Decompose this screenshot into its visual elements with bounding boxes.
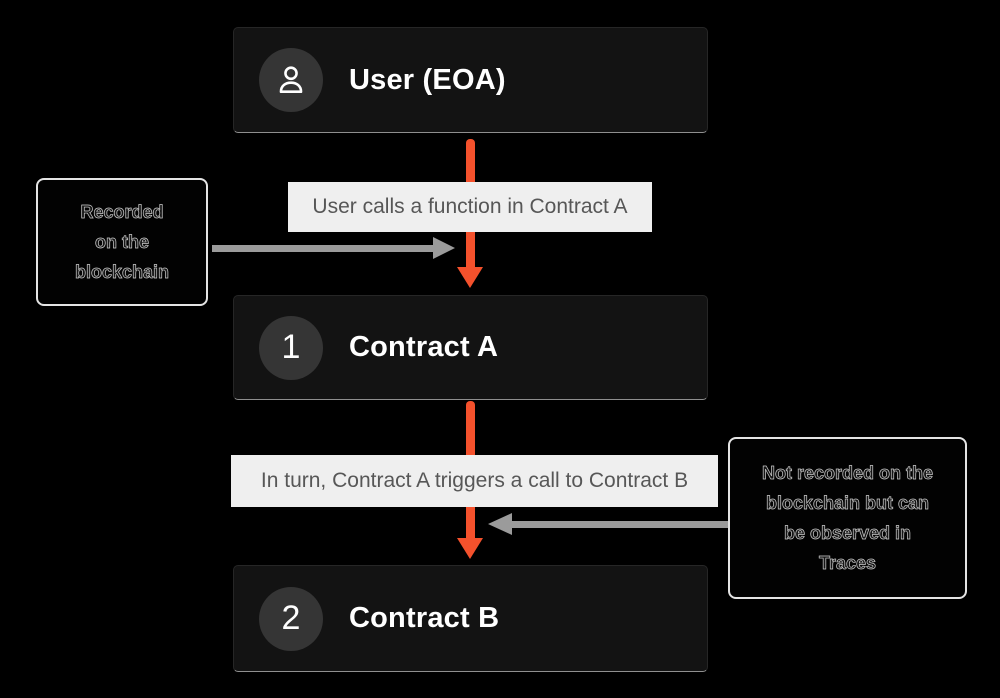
- gray-arrow-left-head-icon: [488, 513, 512, 535]
- contract-a-number-badge: 1: [259, 315, 323, 380]
- edge-label-call1: User calls a function in Contract A: [288, 182, 652, 232]
- annotation-line: be observed in: [783, 523, 912, 544]
- arrow-a-to-b-stem-bottom: [466, 506, 475, 540]
- user-avatar-badge: [259, 48, 323, 112]
- annotation-line: Not recorded on the: [761, 463, 934, 484]
- arrow-a-to-b-stem-top: [466, 401, 475, 456]
- annotation-not-recorded-traces: Not recorded on the blockchain but can b…: [728, 437, 967, 599]
- gray-arrow-right-stem: [512, 521, 728, 528]
- arrow-user-to-a-stem-bottom: [466, 231, 475, 269]
- edge-label-call2: In turn, Contract A triggers a call to C…: [231, 455, 718, 507]
- node-contract-a-title: Contract A: [349, 331, 499, 363]
- arrow-a-to-b-head-icon: [457, 538, 483, 559]
- user-icon: [273, 62, 309, 98]
- annotation-line: blockchain: [74, 262, 170, 283]
- node-contract-b-title: Contract B: [349, 602, 500, 634]
- gray-arrow-left-stem: [212, 245, 433, 252]
- annotation-line: Recorded: [80, 202, 164, 223]
- arrow-user-to-a-stem-top: [466, 139, 475, 183]
- gray-arrow-right-head-icon: [433, 237, 455, 259]
- annotation-line: blockchain but can: [765, 493, 930, 514]
- node-contract-b: 2 Contract B: [233, 565, 708, 672]
- annotation-recorded-on-blockchain: Recorded on the blockchain: [36, 178, 208, 306]
- node-user-title: User (EOA): [349, 63, 506, 96]
- node-user-eoa: User (EOA): [233, 27, 708, 133]
- node-contract-a: 1 Contract A: [233, 295, 708, 400]
- annotation-line: on the: [95, 232, 150, 253]
- contract-b-number-badge: 2: [259, 586, 323, 651]
- annotation-line: Traces: [818, 553, 877, 574]
- arrow-user-to-a-head-icon: [457, 267, 483, 288]
